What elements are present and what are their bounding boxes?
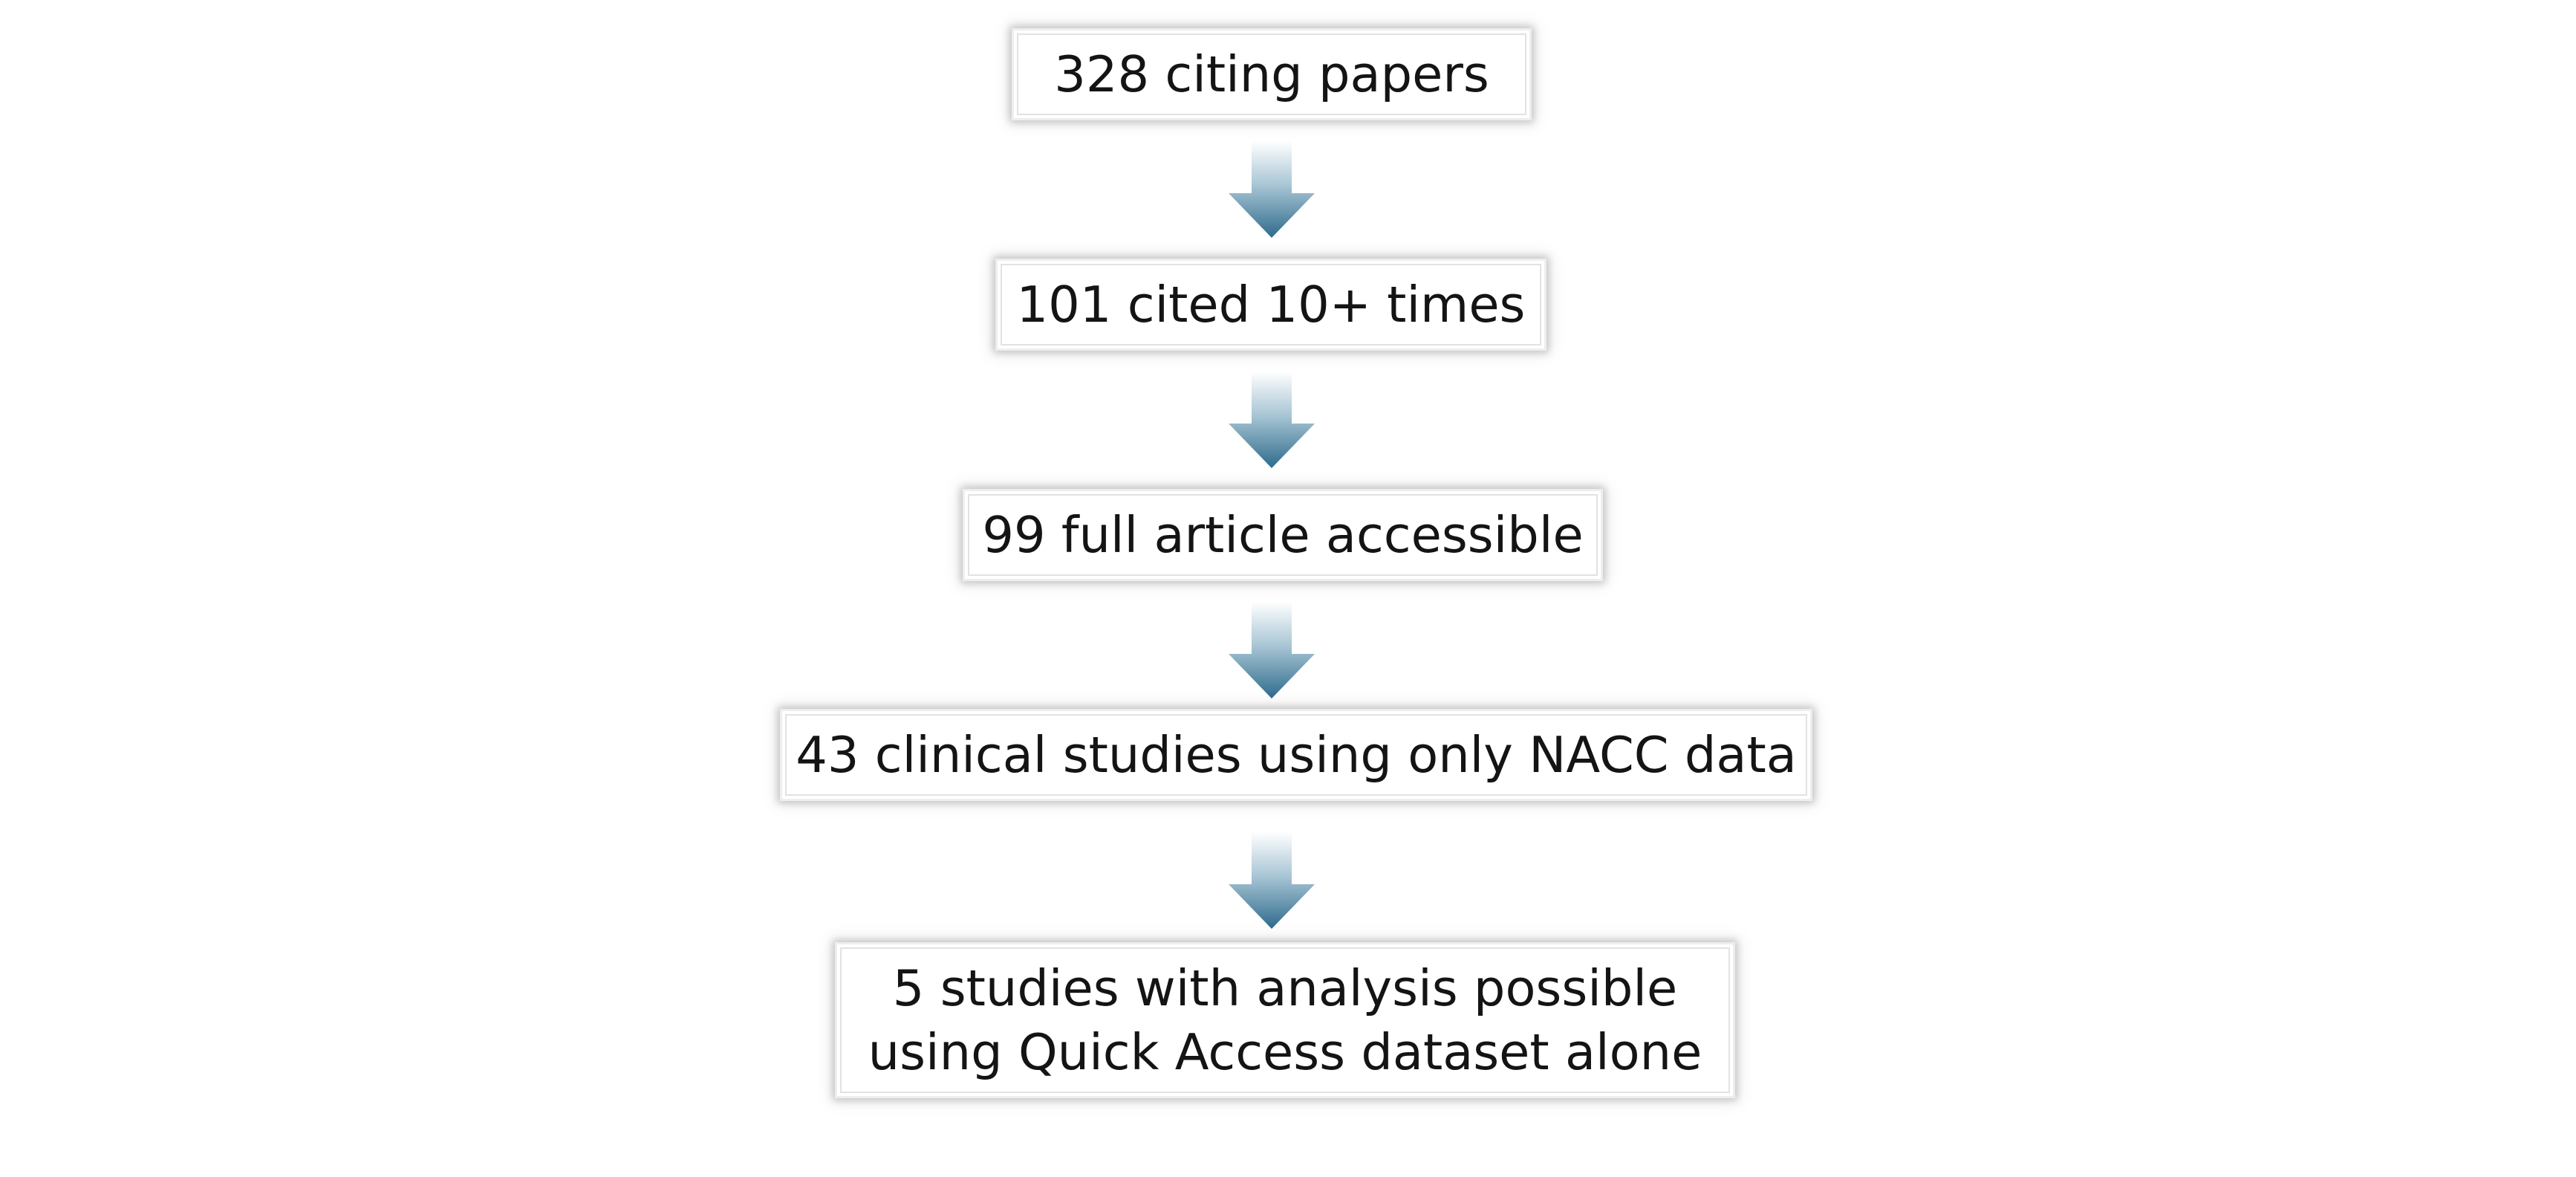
- down-arrow-icon: [1229, 141, 1315, 238]
- flow-step-quick-access-studies: 5 studies with analysis possible using Q…: [835, 942, 1735, 1098]
- flow-step-label: 43 clinical studies using only NACC data: [796, 726, 1797, 784]
- flow-step-label: 101 cited 10+ times: [1016, 276, 1526, 334]
- flow-step-label: 328 citing papers: [1054, 45, 1489, 103]
- down-arrow-icon: [1229, 372, 1315, 468]
- flow-step-cited-10-plus: 101 cited 10+ times: [995, 259, 1546, 351]
- down-arrow-icon: [1229, 602, 1315, 698]
- flow-step-label-line-2: using Quick Access dataset alone: [868, 1023, 1702, 1081]
- flow-step-clinical-studies: 43 clinical studies using only NACC data: [780, 709, 1812, 801]
- down-arrow-icon: [1229, 832, 1315, 929]
- flow-step-citing-papers: 328 citing papers: [1012, 28, 1532, 120]
- flow-step-label: 99 full article accessible: [982, 506, 1584, 564]
- flow-step-label-line-1: 5 studies with analysis possible: [892, 959, 1678, 1017]
- flow-step-full-article-accessible: 99 full article accessible: [963, 489, 1603, 581]
